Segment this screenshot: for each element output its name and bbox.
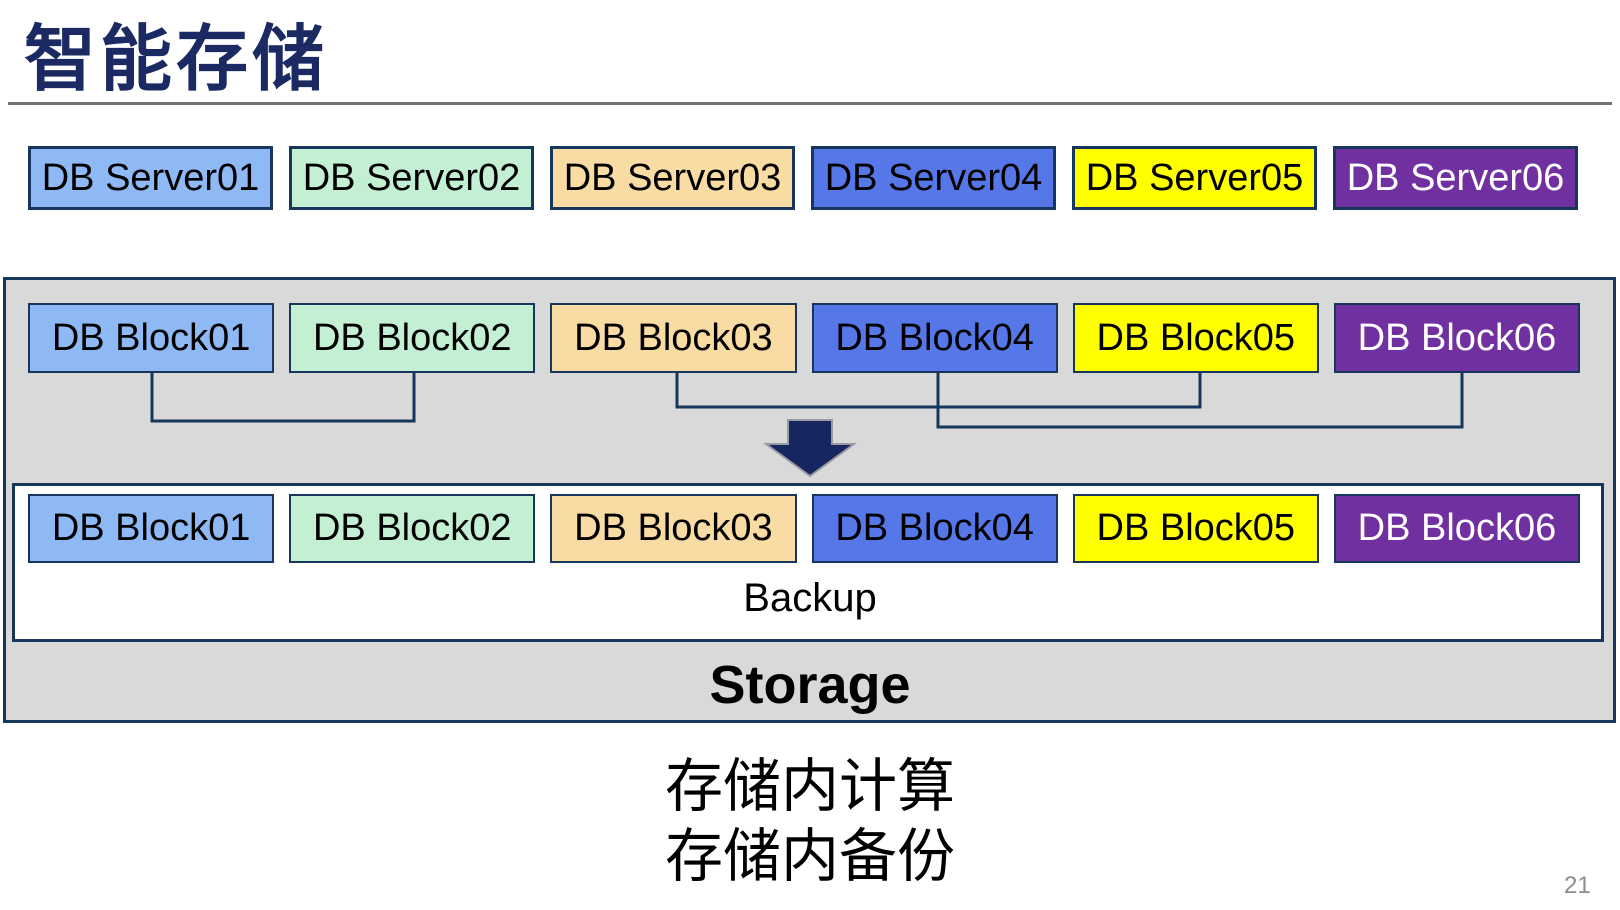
db-server-box-01: DB Server01 xyxy=(28,146,273,210)
db-server-box-05: DB Server05 xyxy=(1072,146,1317,210)
db-server-box-06: DB Server06 xyxy=(1333,146,1578,210)
db-server-box-03: DB Server03 xyxy=(550,146,795,210)
page-title: 智能存储 xyxy=(24,20,329,100)
db-block-source-box-02: DB Block02 xyxy=(289,303,536,373)
db-block-backup-box-02: DB Block02 xyxy=(289,494,536,563)
title-divider xyxy=(8,102,1612,105)
caption-line-1: 存储内计算 xyxy=(664,754,955,819)
db-block-source-box-04: DB Block04 xyxy=(811,303,1058,373)
db-block-backup-box-03: DB Block03 xyxy=(550,494,797,563)
db-block-source-box-06: DB Block06 xyxy=(1333,303,1581,373)
db-block-backup-box-06: DB Block06 xyxy=(1333,494,1581,563)
db-block-source-box-03: DB Block03 xyxy=(550,303,797,373)
db-server-box-04: DB Server04 xyxy=(811,146,1056,210)
caption: 存储内计算 存储内备份 xyxy=(0,752,1620,892)
db-block-backup-box-04: DB Block04 xyxy=(811,494,1058,563)
db-server-box-02: DB Server02 xyxy=(289,146,534,210)
db-block-source-box-01: DB Block01 xyxy=(28,303,275,373)
db-block-backup-box-01: DB Block01 xyxy=(28,494,275,563)
caption-line-2: 存储内备份 xyxy=(664,824,955,889)
db-block-source-box-05: DB Block05 xyxy=(1072,303,1319,373)
page-number: 21 xyxy=(1564,872,1591,899)
db-block-backup-box-05: DB Block05 xyxy=(1072,494,1319,563)
backup-label: Backup xyxy=(743,576,877,620)
storage-label: Storage xyxy=(709,655,911,715)
